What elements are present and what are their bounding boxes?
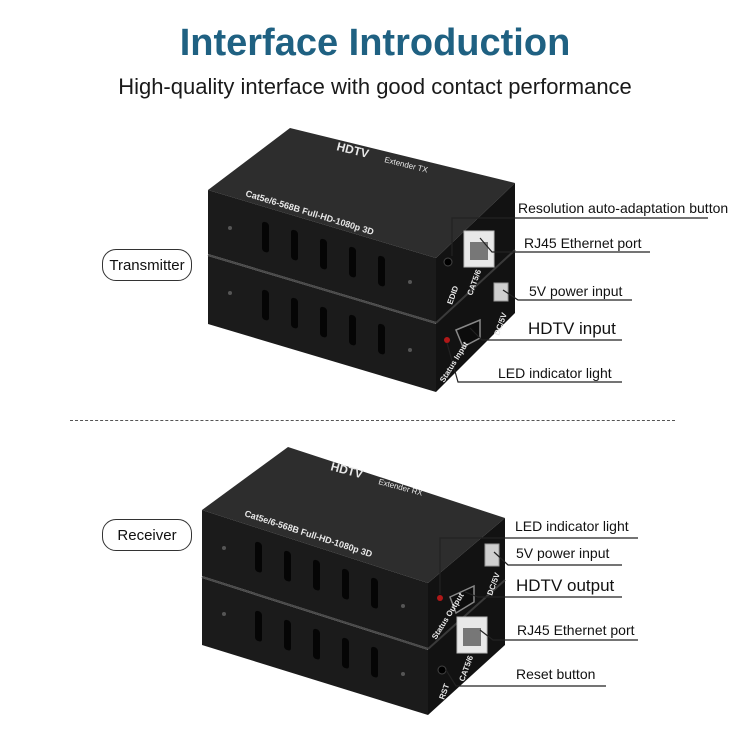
transmitter-led bbox=[444, 337, 450, 343]
receiver-vents-lower bbox=[255, 610, 378, 678]
transmitter-seam bbox=[207, 254, 437, 324]
transmitter-rj45-socket bbox=[470, 242, 488, 260]
receiver-led bbox=[437, 595, 443, 601]
receiver-top-face bbox=[202, 447, 505, 583]
receiver-callout-rj45: RJ45 Ethernet port bbox=[517, 622, 635, 638]
receiver-seam bbox=[201, 576, 429, 650]
receiver-vents-upper bbox=[255, 541, 378, 609]
transmitter-callout-hdtv: HDTV input bbox=[528, 319, 616, 338]
receiver-dc-jack bbox=[484, 543, 500, 567]
transmitter-screws bbox=[228, 226, 412, 352]
transmitter-vents-upper bbox=[262, 221, 385, 287]
transmitter-device-illustration: HDTV Extender TX Cat5e/6-568B Full-HD-10… bbox=[207, 128, 708, 392]
section-divider bbox=[70, 420, 675, 421]
transmitter-top-face bbox=[208, 128, 515, 258]
transmitter-callout-rj45: RJ45 Ethernet port bbox=[524, 235, 642, 251]
transmitter-dc-jack bbox=[493, 282, 509, 302]
transmitter-vents-lower bbox=[262, 289, 385, 355]
receiver-reset-button bbox=[437, 665, 447, 675]
transmitter-callout-power: 5V power input bbox=[529, 283, 623, 299]
receiver-leader-lines bbox=[439, 537, 638, 687]
transmitter-callout-edid: Resolution auto-adaptation button bbox=[518, 200, 729, 216]
transmitter-callout-led: LED indicator light bbox=[498, 365, 612, 381]
transmitter-edid-button bbox=[443, 257, 453, 267]
page-title: Interface Introduction bbox=[179, 22, 571, 64]
page-subtitle: High-quality interface with good contact… bbox=[118, 74, 632, 99]
receiver-screws bbox=[222, 546, 405, 676]
receiver-device-illustration: HDTV Extender RX Cat5e/6-568B Full-HD-10… bbox=[201, 447, 638, 715]
receiver-callout-power: 5V power input bbox=[516, 545, 610, 561]
receiver-callout-hdtv: HDTV output bbox=[516, 576, 615, 595]
receiver-rj45-socket bbox=[463, 628, 481, 646]
transmitter-badge: Transmitter bbox=[102, 249, 192, 281]
transmitter-leader-lines bbox=[446, 217, 708, 383]
receiver-badge: Receiver bbox=[102, 519, 192, 551]
receiver-callout-reset: Reset button bbox=[516, 666, 596, 682]
transmitter-side-seam bbox=[435, 249, 516, 324]
receiver-callout-led: LED indicator light bbox=[515, 518, 629, 534]
receiver-side-seam bbox=[427, 579, 506, 650]
